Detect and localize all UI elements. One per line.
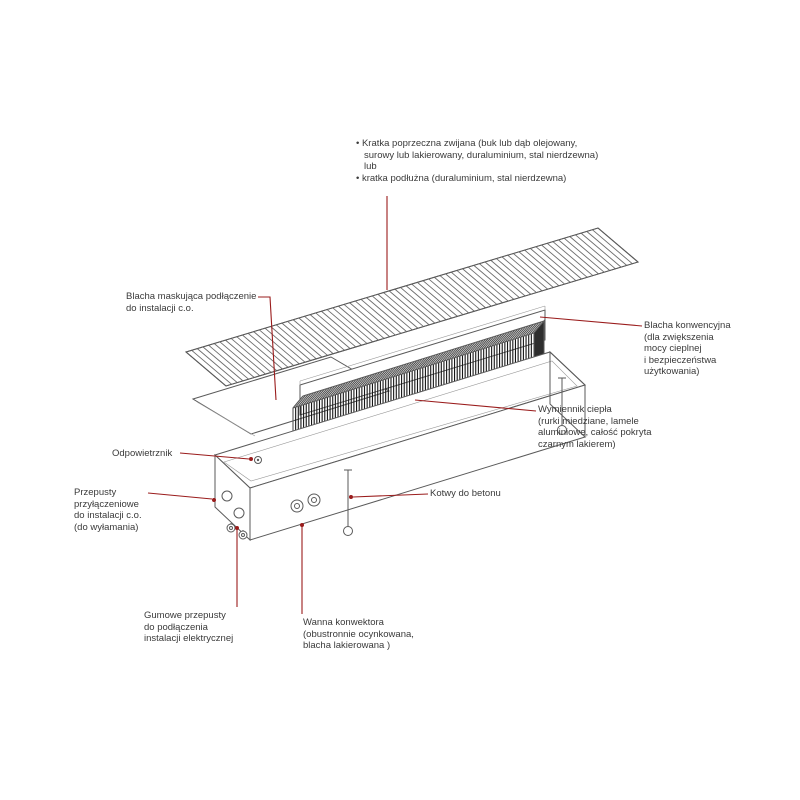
label-grille: • Kratka poprzeczna zwijana (buk lub dąb…: [356, 138, 599, 184]
label-anchors: Kotwy do betonu: [430, 488, 501, 499]
leader-lines: [147, 196, 643, 614]
label-air-vent: Odpowietrznik: [112, 448, 173, 459]
air-vent-illustration: [254, 456, 262, 464]
label-co-knockouts: Przepusty przyłączeniowe do instalacji c…: [74, 487, 142, 533]
tub-illustration: [214, 350, 586, 542]
label-rubber-grommets: Gumowe przepusty do podłączenia instalac…: [144, 610, 234, 644]
roll-up-grille-illustration: [184, 227, 640, 387]
anchor-illustration: [343, 469, 353, 536]
rubber-grommets-illustration: [226, 523, 248, 540]
label-heat-exchanger: Wymiennik ciepła (rurki miedziane, lamel…: [538, 404, 652, 450]
label-tub: Wanna konwektora (obustronnie ocynkowana…: [303, 617, 414, 651]
label-masking-plate: Blacha maskująca podłączenie do instalac…: [126, 291, 257, 314]
label-convection-plate: Blacha konwencyjna (dla zwiększenia mocy…: [644, 320, 731, 377]
anchor-illustration: [557, 377, 567, 435]
